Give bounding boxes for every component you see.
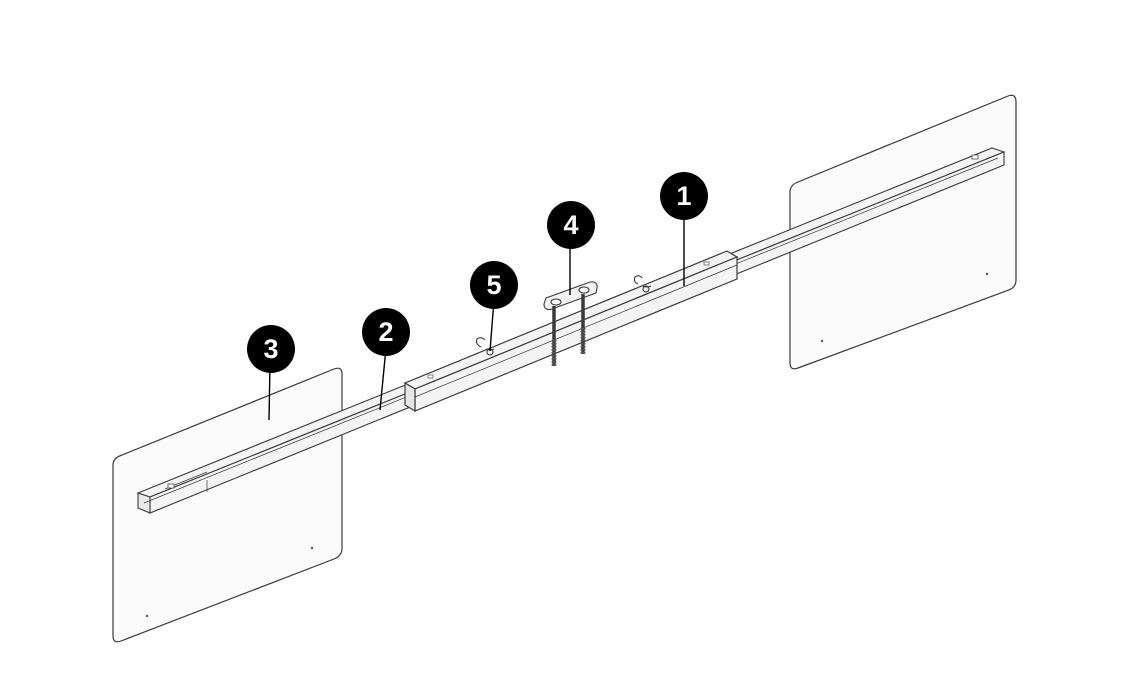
right-panel-hole [985, 272, 989, 276]
callout-3: 3 [247, 325, 295, 373]
mounting-bracket [543, 281, 598, 366]
callout-label-1: 1 [676, 181, 691, 211]
callout-5: 5 [470, 261, 518, 309]
callout-4: 4 [547, 201, 595, 249]
callout-label-5: 5 [486, 270, 501, 300]
callout-label-3: 3 [263, 334, 278, 364]
callout-label-2: 2 [378, 317, 393, 347]
callout-2: 2 [362, 308, 410, 356]
left-panel-hole [145, 614, 149, 618]
right-panel-hole [820, 339, 824, 343]
left-panel-hole [310, 546, 314, 550]
callout-1: 1 [660, 172, 708, 220]
callout-label-4: 4 [563, 210, 578, 240]
leader-line-3 [268, 363, 271, 421]
center-sleeve [403, 250, 739, 413]
leader-line-2 [379, 347, 387, 411]
